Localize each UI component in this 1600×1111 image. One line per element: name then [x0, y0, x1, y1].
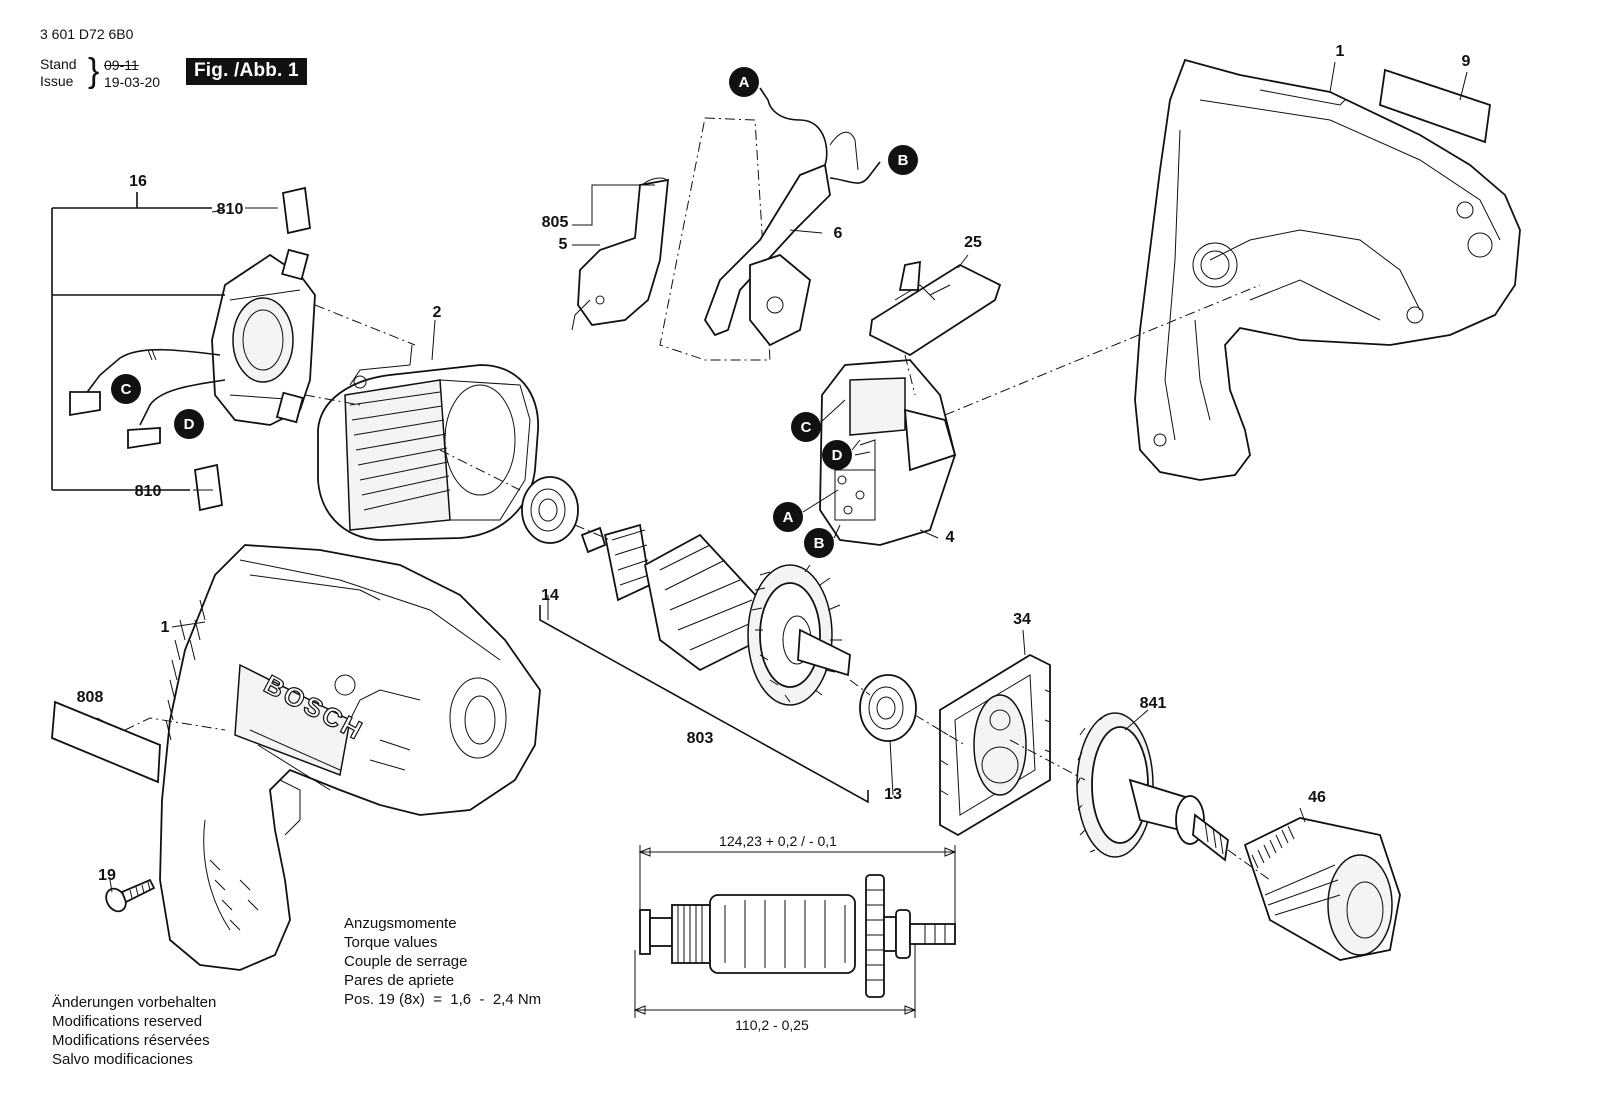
connector-a-switch: A — [783, 509, 794, 526]
drill-chuck-drawing — [1243, 817, 1401, 961]
connector-c-left: C — [121, 381, 132, 398]
torque-note-line: Couple de serrage — [344, 953, 468, 970]
label-strip-9 — [1379, 68, 1491, 144]
part-label-803: 803 — [687, 730, 714, 747]
spindle-gear-drawing — [1076, 712, 1229, 862]
connector-d-left: D — [184, 416, 195, 433]
part-label-34: 34 — [1013, 611, 1031, 628]
part-label-2: 2 — [433, 304, 442, 321]
connector-b-switch: B — [814, 535, 825, 552]
part-label-1-drill: 1 — [161, 619, 170, 636]
stand-label: Stand — [40, 56, 77, 72]
carbon-brush-bottom — [194, 463, 223, 512]
housing-half-drawing — [1134, 58, 1521, 481]
part-label-46: 46 — [1308, 789, 1326, 806]
armature-dimension-drawing — [633, 845, 957, 1018]
brush-holder-drawing — [69, 248, 316, 450]
part-label-805: 805 — [542, 214, 569, 231]
armature-drawing — [580, 523, 851, 706]
label-strip-808 — [51, 700, 161, 784]
modification-notes: Änderungen vorbehalten Modifications res… — [52, 993, 216, 1069]
ball-bearing-14-drawing — [521, 476, 579, 544]
dimension-body-length: 110,2 - 0,25 — [735, 1017, 809, 1033]
group-bracket-803 — [539, 605, 869, 804]
part-label-810-top: 810 — [217, 201, 244, 218]
modification-note-line: Salvo modificaciones — [52, 1051, 193, 1068]
part-label-13: 13 — [884, 786, 902, 803]
connector-a-top: A — [739, 74, 750, 91]
part-label-6: 6 — [834, 225, 843, 242]
modification-note-line: Modifications réservées — [52, 1032, 210, 1049]
connector-b-top: B — [898, 152, 909, 169]
cable-and-plug-drawing — [571, 87, 881, 361]
part-label-808: 808 — [77, 689, 104, 706]
figure-label: Fig. /Abb. 1 — [186, 58, 307, 85]
switch-drawing — [819, 359, 957, 546]
stand-date: 09-11 — [104, 57, 139, 73]
torque-value-line: Pos. 19 (8x) = 1,6 - 2,4 Nm — [344, 991, 542, 1008]
dimension-overall-length: 124,23 + 0,2 / - 0,1 — [719, 833, 837, 849]
part-label-1-housing: 1 — [1336, 43, 1345, 60]
brace-glyph: } — [88, 52, 100, 90]
part-label-25: 25 — [964, 234, 982, 251]
issue-label: Issue — [40, 73, 74, 89]
torque-note-line: Pares de apriete — [344, 972, 455, 989]
part-label-19: 19 — [98, 867, 116, 884]
switch-lever-drawing — [869, 260, 1002, 357]
leader-lines — [96, 61, 1468, 893]
connector-d-switch: D — [832, 447, 843, 464]
group-bracket-16 — [51, 192, 225, 491]
modification-note-line: Änderungen vorbehalten — [52, 994, 217, 1011]
connector-c-switch: C — [801, 419, 812, 436]
torque-note-line: Anzugsmomente — [344, 915, 457, 932]
connector-markers: A B C D C D A B — [111, 67, 918, 558]
part-label-810-bottom: 810 — [135, 483, 162, 500]
part-label-5: 5 — [559, 236, 568, 253]
ball-bearing-13-drawing — [859, 674, 917, 742]
bearing-plate-drawing — [939, 653, 1051, 837]
document-number: 3 601 D72 6B0 — [40, 26, 134, 42]
issue-date: 19-03-20 — [104, 74, 161, 90]
assembled-drill-drawing — [159, 544, 541, 971]
part-label-9: 9 — [1462, 53, 1471, 70]
part-label-4: 4 — [946, 529, 955, 546]
field-stator-drawing — [317, 344, 539, 541]
part-number-labels: 1 9 16 810 810 2 805 5 6 25 4 14 803 13 … — [77, 43, 1471, 884]
torque-notes: Anzugsmomente Torque values Couple de se… — [344, 914, 541, 1009]
modification-note-line: Modifications reserved — [52, 1013, 203, 1030]
part-label-841: 841 — [1140, 695, 1167, 712]
part-label-16: 16 — [129, 173, 147, 190]
screw-19-drawing — [105, 878, 156, 913]
part-label-14: 14 — [541, 587, 559, 604]
torque-note-line: Torque values — [344, 934, 438, 951]
assembly-axis-lines — [124, 284, 1271, 881]
carbon-brush-top — [282, 186, 311, 235]
